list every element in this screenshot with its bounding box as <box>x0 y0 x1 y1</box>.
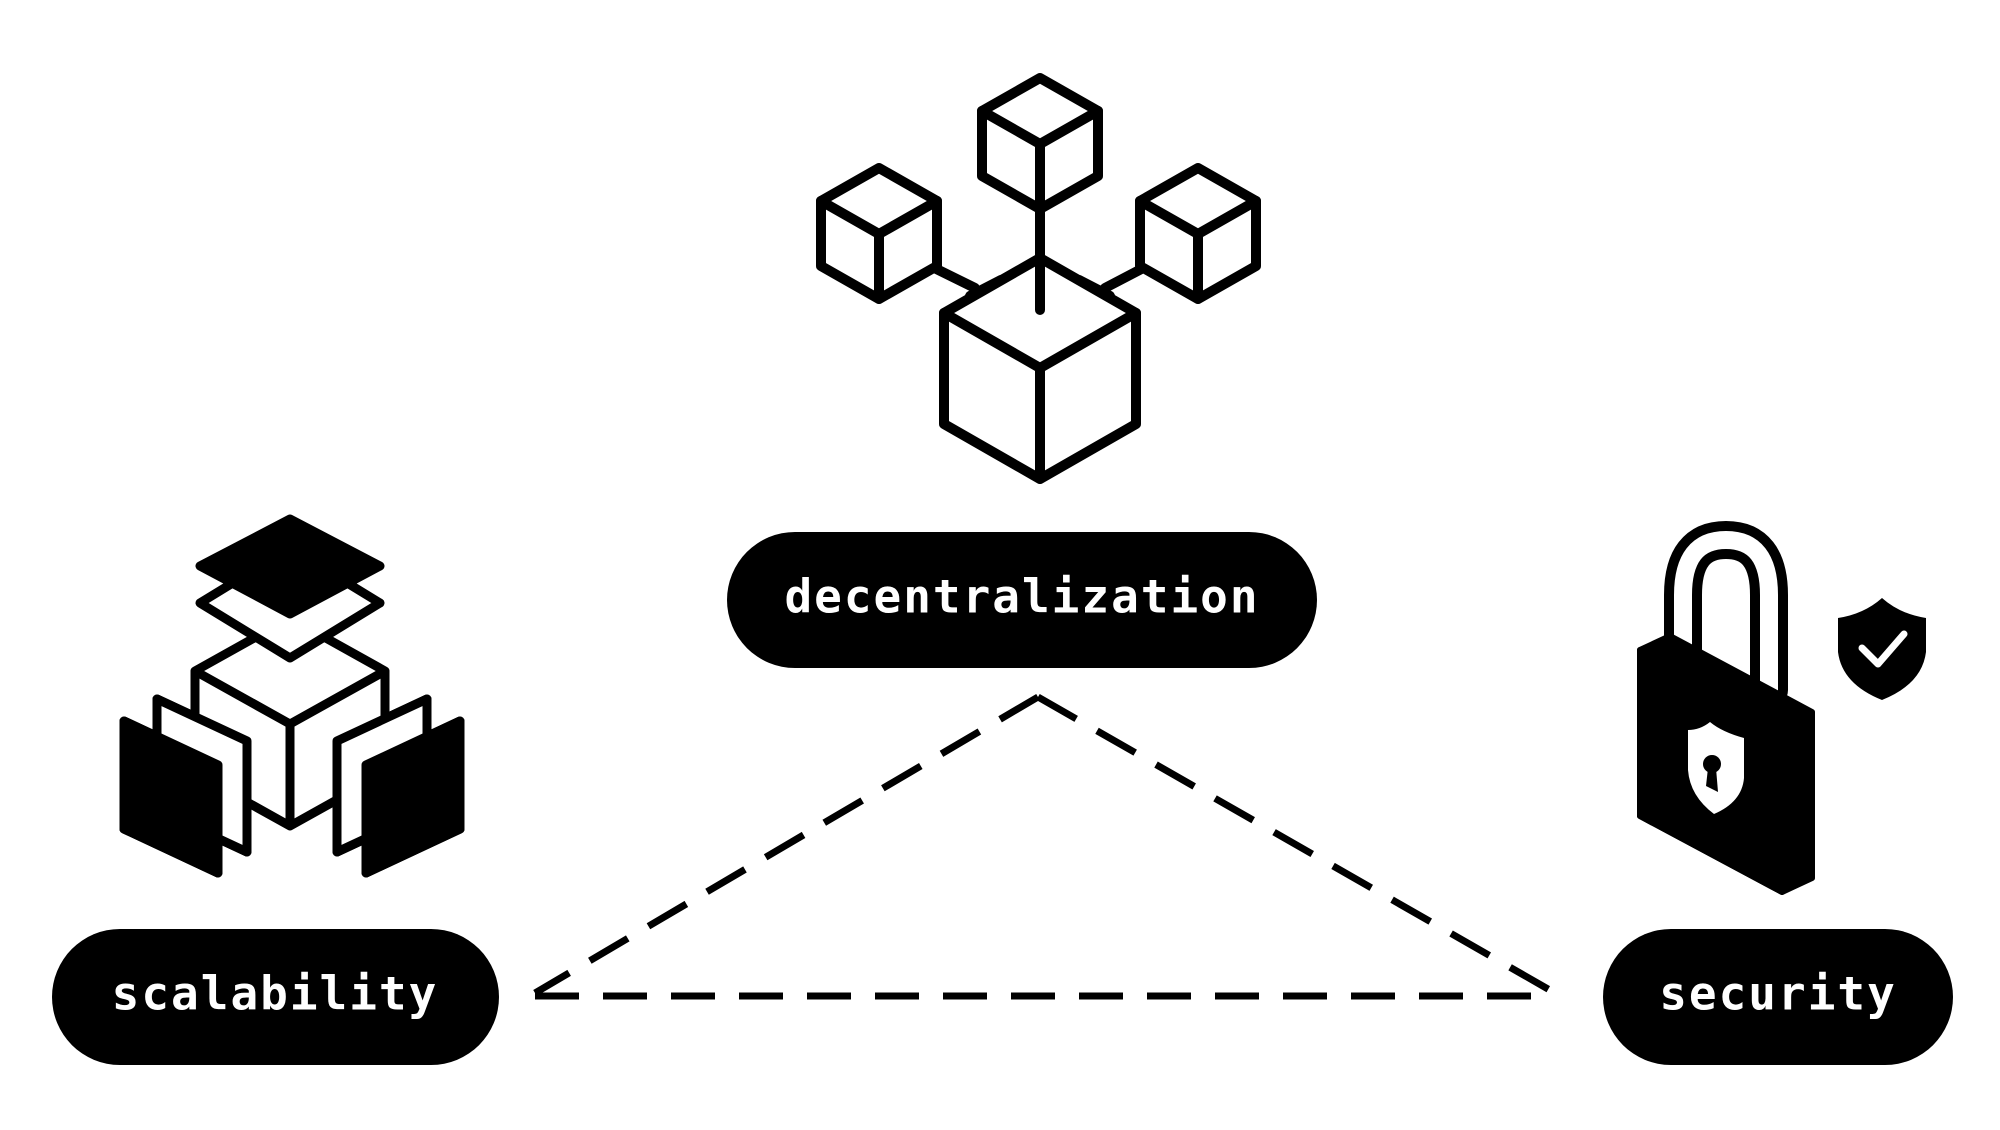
decentralization-pill: decentralization <box>727 532 1317 668</box>
scalability-pill: scalability <box>52 929 499 1065</box>
layered-stack-icon <box>119 514 465 878</box>
edge-decentralization-scalability <box>533 693 1040 997</box>
padlock-shield-icon <box>1637 521 1926 895</box>
trilemma-triangle <box>533 693 1557 1000</box>
security-label: security <box>1659 967 1897 1021</box>
blockchain-network-icon <box>816 73 1261 484</box>
scalability-label: scalability <box>112 967 439 1021</box>
edge-decentralization-security <box>1036 693 1557 997</box>
decentralization-label: decentralization <box>784 570 1259 624</box>
security-pill: security <box>1603 929 1953 1065</box>
